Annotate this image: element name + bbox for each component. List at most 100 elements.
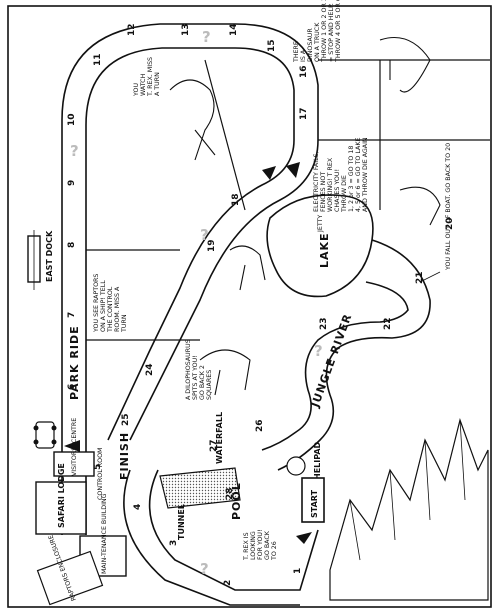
note-trex-looking: T. REX ISLOOKINGFOR YOU!GO BACKTO 26 [243, 529, 278, 561]
track-square-23[interactable]: 23 [319, 317, 329, 330]
jungle-river-bank-2 [261, 281, 409, 451]
dinosaur-icon [199, 349, 251, 396]
note-line: IS A [300, 49, 307, 62]
mountain-ridges [349, 419, 466, 561]
lower-track-inner [123, 469, 300, 606]
note-line: ROOM. MISS A [114, 286, 121, 332]
jungle-river-bank-1 [277, 239, 431, 471]
mountains [329, 417, 489, 601]
question-square[interactable]: ? [200, 226, 209, 244]
track-square-4[interactable]: 4 [133, 504, 143, 510]
park-ride-track-inner [85, 47, 295, 535]
track-square-16[interactable]: 16 [299, 65, 309, 78]
tunnel-label: TUNNEL [177, 504, 186, 540]
track-square-28[interactable]: 28 [225, 487, 235, 500]
note-line: TO 26 [271, 541, 278, 561]
lake [266, 194, 374, 298]
track-square-7[interactable]: 7 [67, 312, 77, 318]
note-line: THROW 1 OR 2 OR 3 [321, 0, 328, 63]
track-square-18[interactable]: 18 [231, 193, 241, 206]
note-line: THERE [293, 41, 300, 63]
jeep-wheel-icon [33, 439, 39, 445]
question-square[interactable]: ? [314, 342, 323, 360]
track-square-26[interactable]: 26 [255, 419, 265, 432]
note-line: SPITS AT YOU! [192, 355, 199, 400]
note-line: GO BACK 2 [199, 365, 206, 400]
track-square-27[interactable]: 27 [209, 439, 219, 452]
dinosaur-icon [399, 186, 441, 226]
track-square-14[interactable]: 14 [229, 23, 239, 36]
note-line: 4, 5 or 6 = GO TO LAKE [355, 138, 362, 212]
question-square[interactable]: ? [70, 142, 79, 160]
direction-arrow-icon [64, 440, 80, 452]
middle-track-outer [129, 139, 319, 441]
note-line: ON A SHIP! TELL [100, 280, 107, 332]
control-room-label: CONTROL ROOM [97, 448, 104, 500]
note-line: T. REX. MISS [147, 57, 154, 97]
start-label: START [310, 489, 319, 518]
note-line: SQUARES [206, 370, 213, 400]
track-square-11[interactable]: 11 [93, 53, 103, 66]
note-line: T. REX IS [243, 532, 250, 561]
safari-lodge-label: SAFARI LODGE [57, 463, 66, 528]
question-square[interactable]: ? [202, 28, 211, 46]
raptors-enclosure [36, 550, 104, 606]
track-square-1[interactable]: 1 [293, 568, 303, 574]
note-line: GO BACK [264, 530, 271, 560]
note-line: THE CONTROL [107, 286, 114, 333]
note-line: CHASES YOU! [334, 169, 341, 212]
svg-text:YOUWATCHT. REX. MISSA TURN: YOUWATCHT. REX. MISSA TURN [133, 57, 161, 97]
finish-label: FINISH [118, 432, 131, 480]
question-square[interactable]: ? [200, 560, 209, 578]
note-line: A DILOPHOSAURUS [185, 339, 192, 400]
direction-arrow-icon [286, 162, 300, 178]
direction-arrow-icon [296, 532, 312, 544]
east-dock-label: EAST DOCK [45, 230, 54, 282]
track-square-17[interactable]: 17 [299, 107, 309, 120]
track-square-9[interactable]: 9 [67, 180, 77, 186]
note-line: ON A TRUCK [314, 22, 321, 62]
note-electricity: ELECTRICITY FAILS,FENCES NOTWORKING! T R… [313, 137, 369, 213]
board-frame [7, 5, 492, 608]
safari-lodge-building [35, 481, 87, 535]
note-line: A TURN [154, 72, 161, 96]
note-line: FOR YOU! [257, 529, 264, 560]
track-square-19[interactable]: 19 [207, 239, 217, 252]
track-square-13[interactable]: 13 [181, 23, 191, 36]
track-square-20[interactable]: 20 [445, 217, 455, 230]
track-square-22[interactable]: 22 [383, 317, 393, 330]
note-line: WATCH [140, 73, 147, 96]
direction-arrow-icon [262, 166, 276, 180]
jeep-icon [35, 421, 55, 449]
track-square-15[interactable]: 15 [267, 39, 277, 52]
visitors-centre-label: VISITORS' CENTRE [71, 418, 78, 476]
track-square-12[interactable]: 12 [127, 23, 137, 36]
track-square-5[interactable]: 5 [93, 464, 103, 470]
jetty-label: JETTY [317, 215, 324, 233]
svg-text:T. REX ISLOOKINGFOR YOU!GO BAC: T. REX ISLOOKINGFOR YOU!GO BACKTO 26 [243, 529, 278, 561]
jeep-wheel-icon [33, 425, 39, 431]
track-square-25[interactable]: 25 [121, 413, 131, 426]
track-square-8[interactable]: 8 [67, 242, 77, 248]
track-square-24[interactable]: 24 [145, 363, 155, 376]
park-ride-track-outer [61, 23, 319, 535]
track-square-2[interactable]: 2 [223, 580, 233, 586]
note-line: YOU SEE RAPTORS [93, 274, 100, 333]
svg-text:THEREIS ADINOSAURON A TRUCKTHR: THEREIS ADINOSAURON A TRUCKTHROW 1 OR 2 … [293, 0, 342, 63]
note-dilophosaurus: A DILOPHOSAURUSSPITS AT YOU!GO BACK 2SQU… [185, 339, 213, 400]
helipad-icon [286, 456, 306, 476]
track-square-6[interactable]: 6 [67, 384, 77, 390]
start-square[interactable]: START [301, 477, 325, 523]
jeep-wheel-icon [51, 439, 57, 445]
track-square-10[interactable]: 10 [67, 113, 77, 126]
note-line: YOU [133, 83, 140, 97]
track-square-3[interactable]: 3 [169, 540, 179, 546]
middle-track-inner [107, 139, 295, 441]
track-square-21[interactable]: 21 [415, 271, 425, 284]
note-line: LOOKING [250, 531, 257, 560]
note-line: ELECTRICITY FAILS, [313, 151, 320, 212]
note-line: WORKING! T REX [327, 157, 334, 212]
fence-line [204, 59, 246, 211]
